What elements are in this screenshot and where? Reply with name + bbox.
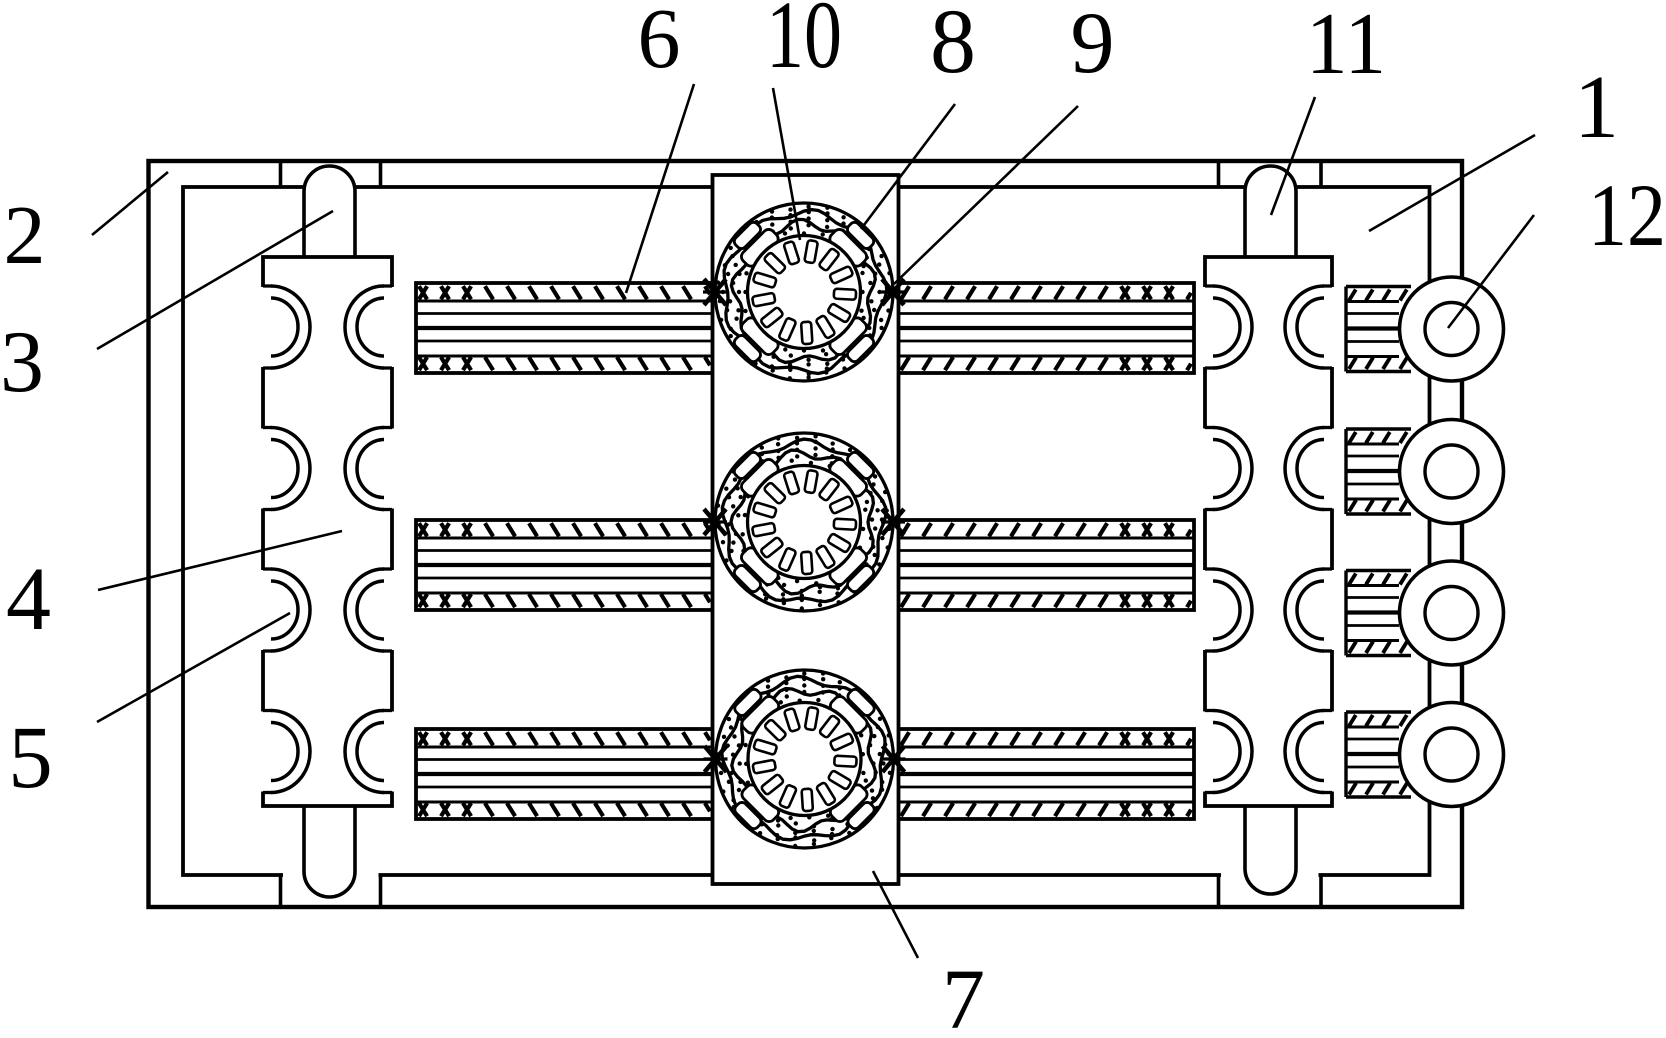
- svg-text:3: 3: [0, 314, 44, 411]
- svg-text:5: 5: [8, 709, 53, 807]
- svg-text:12: 12: [1588, 167, 1666, 265]
- svg-text:11: 11: [1306, 0, 1386, 93]
- svg-text:7: 7: [942, 951, 985, 1033]
- svg-text:10: 10: [766, 0, 842, 88]
- svg-text:1: 1: [1574, 58, 1619, 157]
- svg-text:2: 2: [4, 189, 46, 282]
- svg-text:6: 6: [638, 0, 681, 86]
- svg-text:8: 8: [930, 0, 976, 92]
- svg-text:9: 9: [1071, 0, 1115, 92]
- svg-text:4: 4: [6, 550, 51, 649]
